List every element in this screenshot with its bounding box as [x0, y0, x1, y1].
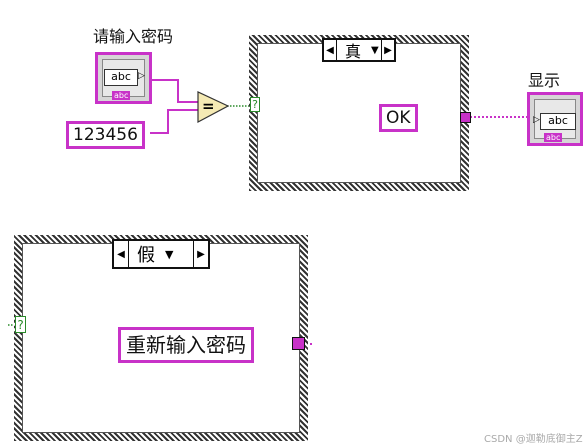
- equal-comparator-icon: [197, 91, 230, 123]
- display-label: 显示: [528, 71, 561, 90]
- decrement-arrow-icon[interactable]: ◀: [324, 40, 337, 60]
- password-input-control[interactable]: abc ▷ abc: [95, 52, 152, 104]
- indicator-field: abc: [540, 113, 576, 130]
- control-field: abc: [104, 69, 138, 86]
- input-password-label: 请输入密码: [93, 27, 174, 46]
- selector-value-wrap: 真 ▼: [337, 40, 381, 61]
- wire-input-to-compare: [152, 79, 200, 103]
- increment-arrow-icon[interactable]: ▶: [193, 241, 208, 267]
- wire-constant-to-compare: [150, 109, 200, 134]
- case-selector-false[interactable]: ◀ 假 ▼ ▶: [112, 239, 210, 269]
- decrement-arrow-icon[interactable]: ◀: [114, 241, 129, 267]
- dropdown-arrow-icon[interactable]: ▼: [371, 44, 379, 56]
- input-arrow-icon: ▷: [533, 115, 540, 125]
- output-tunnel-false: [292, 337, 305, 350]
- password-constant[interactable]: 123456: [66, 121, 145, 149]
- case-body-true: [257, 43, 461, 183]
- case-selector-true[interactable]: ◀ 真 ▼ ▶: [322, 38, 396, 62]
- case-selector-terminal: ?: [15, 316, 26, 333]
- selector-value: 真: [345, 42, 362, 61]
- watermark: CSDN @迦勒底御主Z: [484, 434, 583, 445]
- output-arrow-icon: ▷: [138, 71, 145, 81]
- increment-arrow-icon[interactable]: ▶: [381, 40, 394, 60]
- display-indicator[interactable]: ▷ abc abc: [527, 92, 583, 146]
- ok-constant[interactable]: OK: [379, 104, 418, 132]
- retry-constant[interactable]: 重新输入密码: [118, 327, 254, 363]
- output-tunnel-true: [460, 112, 471, 123]
- string-type-tag: abc: [112, 91, 131, 100]
- dropdown-arrow-icon[interactable]: ▼: [165, 247, 174, 261]
- selector-value-wrap: 假 ▼: [129, 241, 193, 267]
- string-type-tag: abc: [544, 133, 563, 142]
- equal-symbol: =: [202, 97, 215, 115]
- case-selector-terminal: ?: [250, 97, 260, 112]
- selector-value: 假: [137, 245, 155, 266]
